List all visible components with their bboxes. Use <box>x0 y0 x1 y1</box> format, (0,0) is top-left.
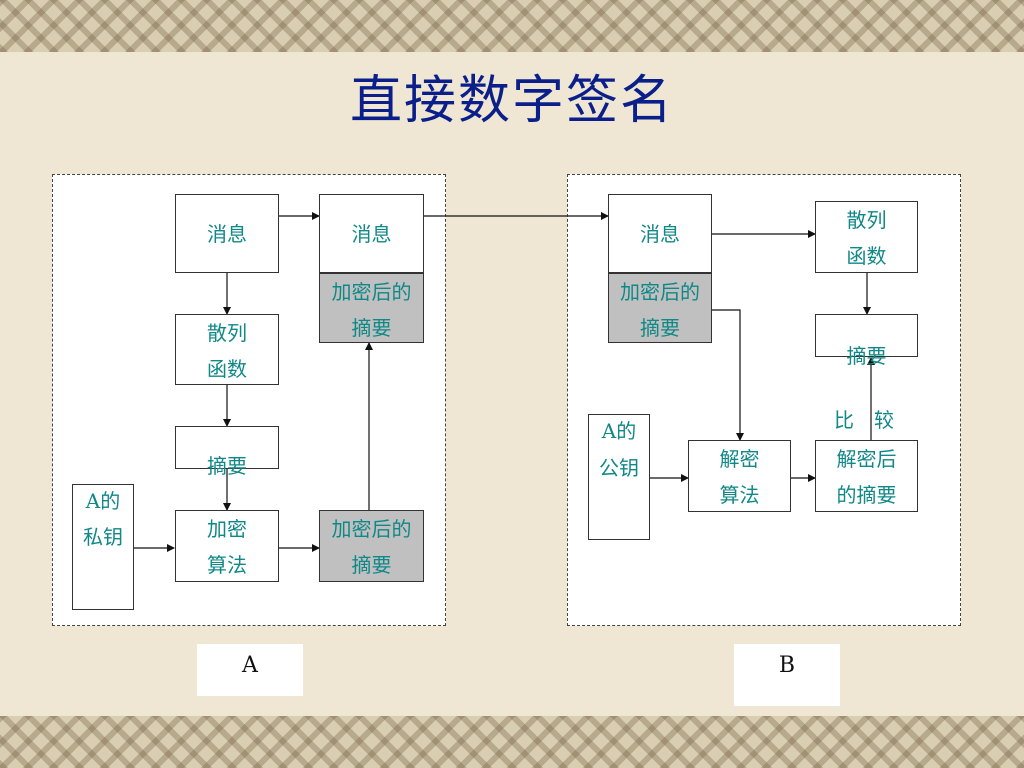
b-encrypted-digest-node: 加密后的 摘要 <box>608 273 712 343</box>
a-encdigest-bottom-label-1: 加密后的 <box>331 517 412 541</box>
a-encrypted-digest-top-node: 加密后的 摘要 <box>319 273 424 343</box>
b-digest-node: 摘要 <box>815 314 918 368</box>
panel-b-tag: B <box>734 644 840 706</box>
a-privkey-label-2: 私钥 <box>83 525 123 549</box>
panel-a-tag: A <box>197 644 303 696</box>
a-hash-label-2: 函数 <box>207 357 247 381</box>
slide-title: 直接数字签名 <box>349 71 674 131</box>
b-hash-label-2: 函数 <box>846 244 887 268</box>
b-encdigest-label-1: 加密后的 <box>620 280 700 304</box>
a-encdigest-top-label-2: 摘要 <box>351 316 392 340</box>
top-border <box>0 0 1024 52</box>
a-privkey-label-1: A的 <box>85 489 121 513</box>
b-decdigest-label-2: 的摘要 <box>836 483 897 507</box>
a-encrypt-node: 加密 算法 <box>175 510 279 582</box>
b-message-label: 消息 <box>640 222 680 246</box>
a-message-label: 消息 <box>207 222 247 246</box>
b-decrypt-label-2: 算法 <box>719 483 760 507</box>
b-decrypted-digest-node: 解密后 的摘要 <box>815 440 918 512</box>
a-encrypt-label-2: 算法 <box>207 553 247 577</box>
b-hash-function-node: 散列 函数 <box>815 201 918 273</box>
b-encdigest-label-2: 摘要 <box>640 316 680 340</box>
b-decdigest-label-1: 解密后 <box>836 447 897 471</box>
b-digest-label: 摘要 <box>846 344 887 368</box>
a-digest-label: 摘要 <box>207 454 247 478</box>
a-message-node: 消息 <box>175 194 279 273</box>
arrow-b-encdigest-to-decrypt <box>712 309 744 441</box>
a-encrypt-label-1: 加密 <box>207 517 247 541</box>
a-hash-label-1: 散列 <box>207 321 247 345</box>
b-compare-label: 比 较 <box>834 408 894 432</box>
b-pubkey-label-1: A的 <box>601 419 637 443</box>
a-digest-node: 摘要 <box>175 426 279 478</box>
a-hash-function-node: 散列 函数 <box>175 314 279 385</box>
a-private-key-node: A的 私钥 <box>72 484 134 610</box>
a-encdigest-bottom-label-2: 摘要 <box>351 553 392 577</box>
b-decrypt-label-1: 解密 <box>719 447 760 471</box>
bottom-border <box>0 716 1024 768</box>
b-decrypt-node: 解密 算法 <box>688 440 791 512</box>
a-encrypted-digest-bottom-node: 加密后的 摘要 <box>319 510 424 582</box>
b-hash-label-1: 散列 <box>846 208 887 232</box>
a-encdigest-top-label-1: 加密后的 <box>331 280 412 304</box>
a-sent-message-label: 消息 <box>351 222 392 246</box>
b-public-key-node: A的 公钥 <box>588 414 650 540</box>
b-message-node: 消息 <box>608 194 712 273</box>
b-pubkey-label-2: 公钥 <box>599 456 639 480</box>
a-sent-message-node: 消息 <box>319 194 424 273</box>
